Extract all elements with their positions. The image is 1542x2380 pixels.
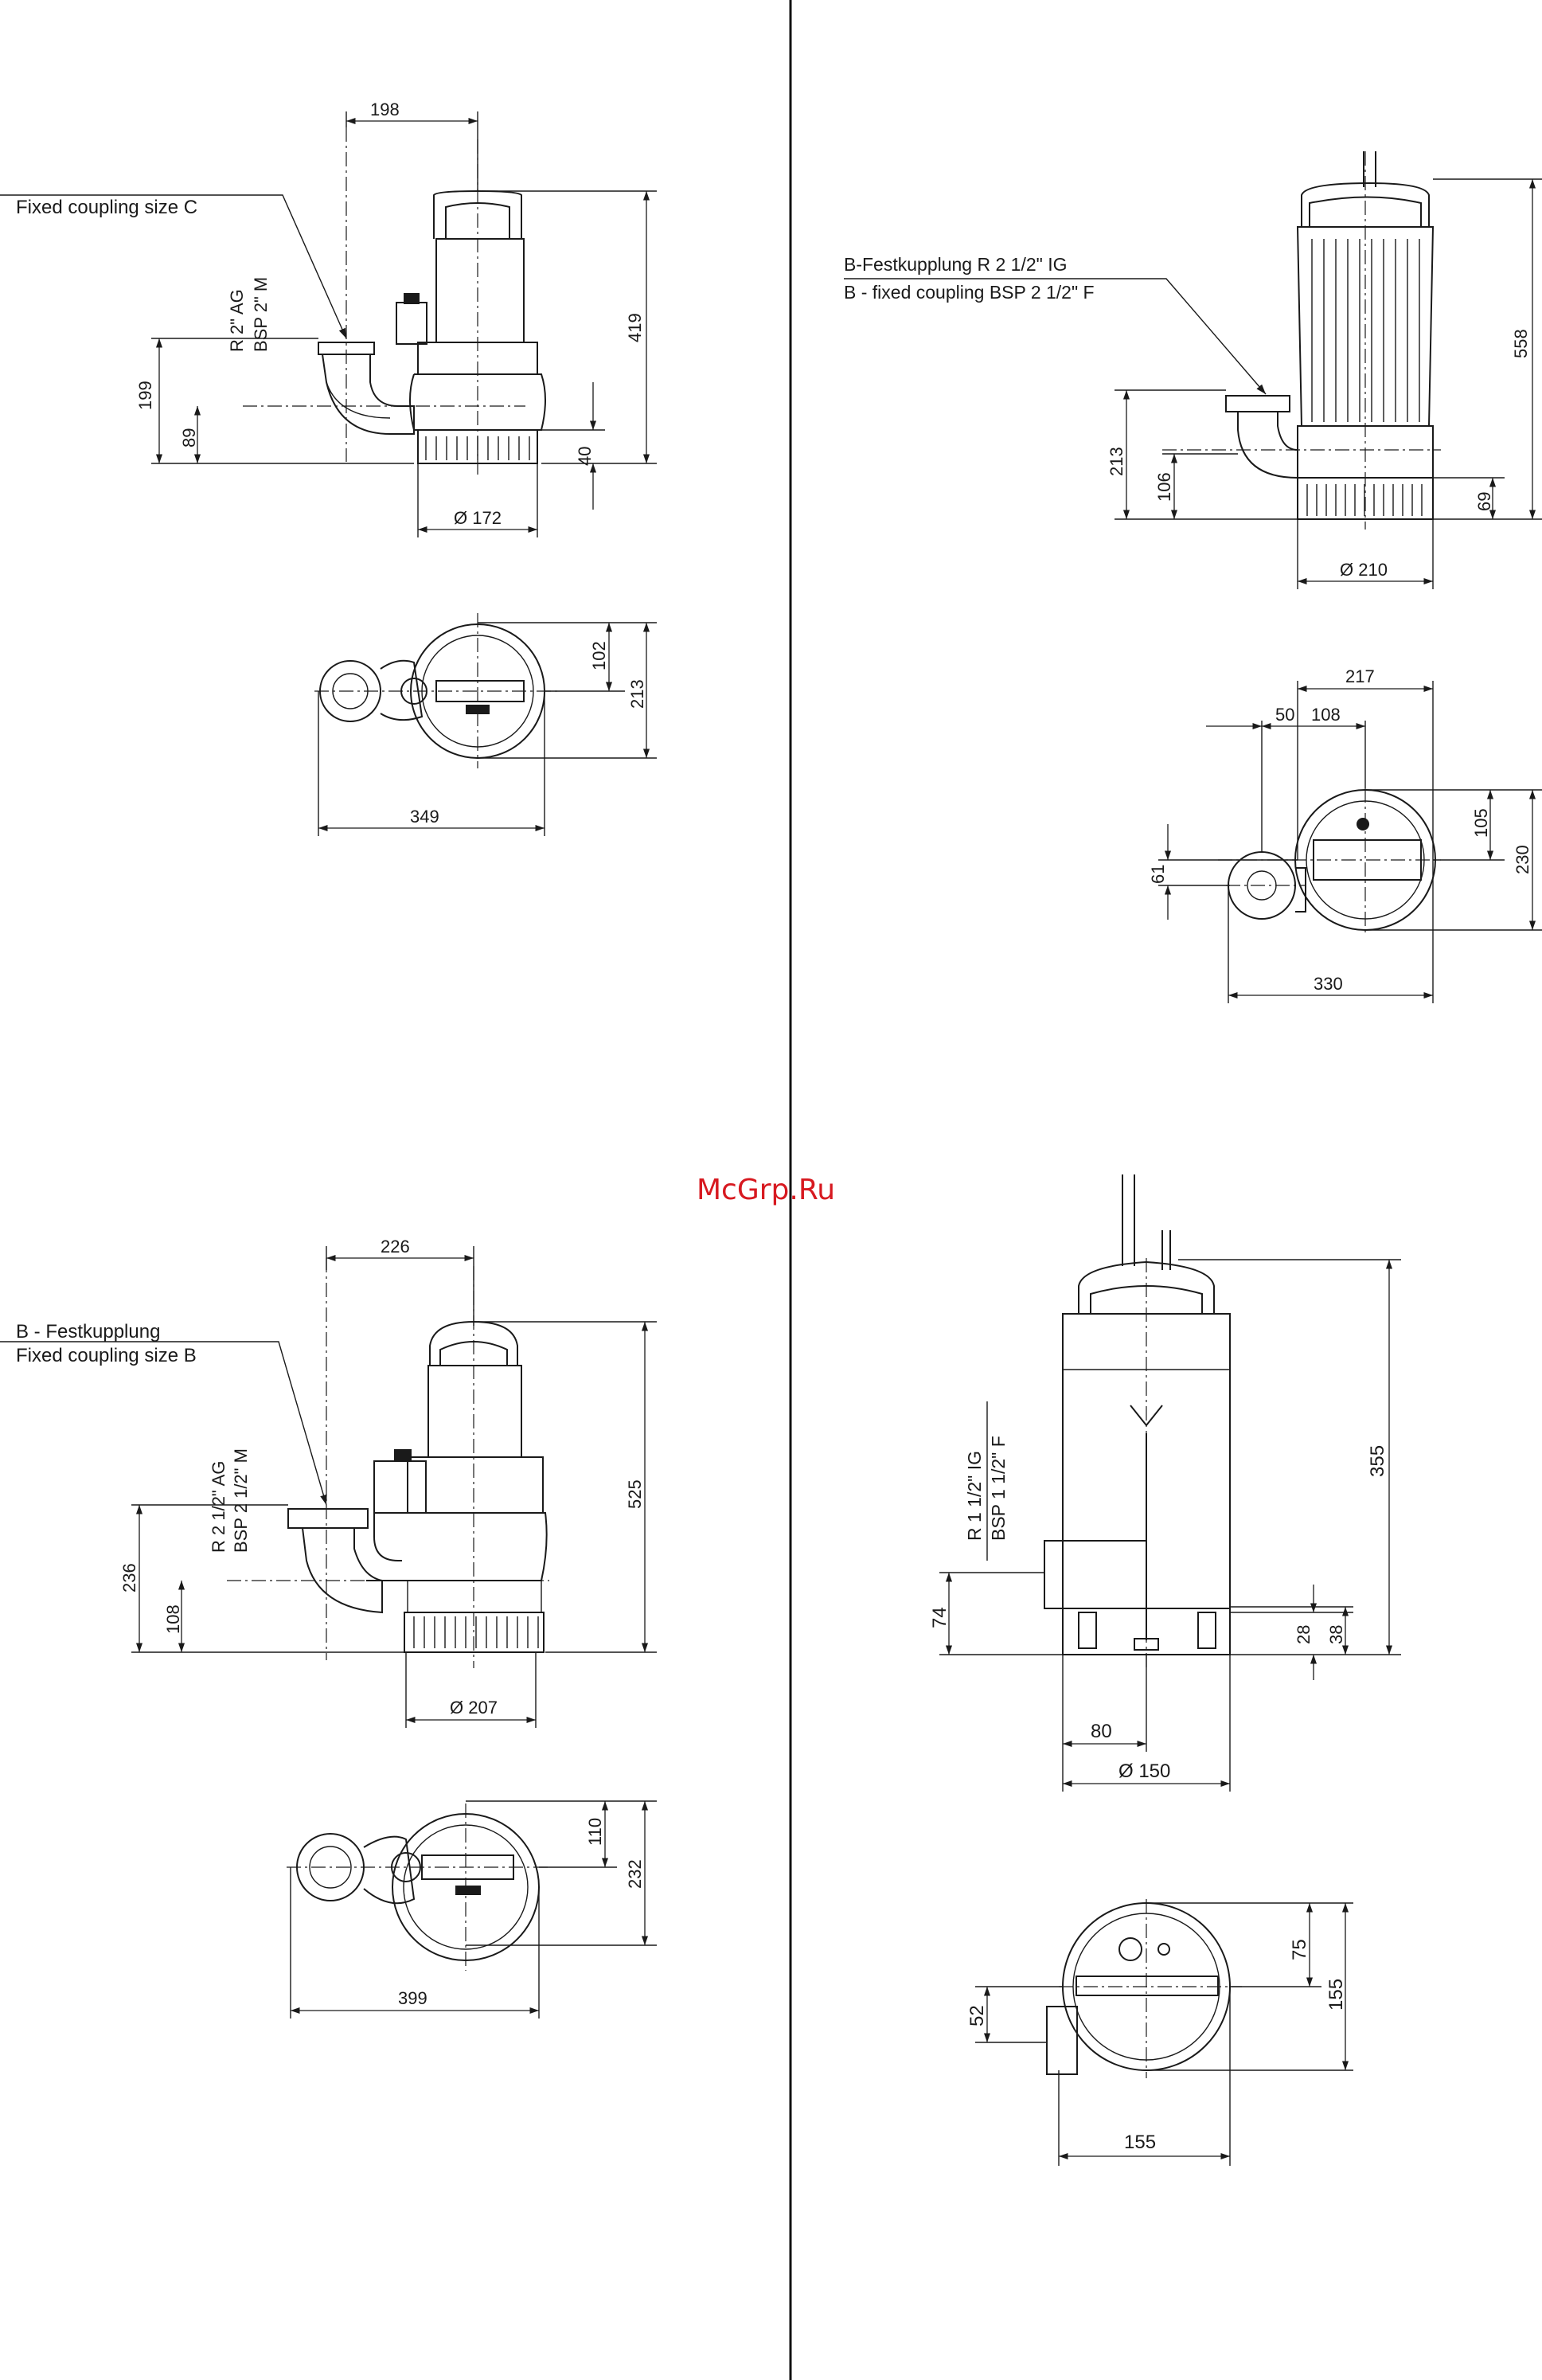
- pump-elevation-b: [227, 1258, 549, 1668]
- dim-108: 108: [1311, 705, 1341, 725]
- thread-r-label-b: R 2 1/2" AG: [209, 1461, 228, 1553]
- dim-50: 50: [1275, 705, 1294, 725]
- dim-89: 89: [179, 428, 199, 447]
- dim-80: 80: [1091, 1721, 1112, 1742]
- coupling-label-b: Fixed coupling size B: [16, 1345, 197, 1366]
- thread-bsp-label-small: BSP 1 1/2" F: [988, 1436, 1009, 1541]
- coupling-label-en: B - fixed coupling BSP 2 1/2" F: [844, 282, 1095, 303]
- dim-217: 217: [1345, 666, 1375, 686]
- drawing-bottom-right: R 1 1/2" IG BSP 1 1/2" F 355 74 28 38 80…: [929, 1174, 1401, 2166]
- dim-199: 199: [135, 381, 155, 410]
- dim-558: 558: [1511, 329, 1531, 358]
- dim-236: 236: [119, 1563, 139, 1593]
- dim-226: 226: [381, 1237, 410, 1256]
- dim-213: 213: [627, 679, 647, 709]
- dim-230: 230: [1513, 845, 1532, 874]
- dim-d150: Ø 150: [1118, 1761, 1170, 1782]
- dim-213b: 213: [1107, 447, 1126, 476]
- dim-525: 525: [625, 1479, 645, 1509]
- dim-40: 40: [575, 447, 595, 466]
- pump-elevation-b-large: [1162, 151, 1441, 530]
- dim-355: 355: [1367, 1445, 1388, 1477]
- dim-108b: 108: [163, 1604, 183, 1634]
- pump-elevation-small: [1044, 1174, 1231, 1668]
- dim-52: 52: [966, 2005, 988, 2026]
- dim-61: 61: [1148, 865, 1168, 884]
- dim-105: 105: [1471, 808, 1491, 838]
- coupling-label-partial: B - Festkupplung: [16, 1321, 160, 1342]
- pump-plan-b: [287, 1804, 549, 1971]
- thread-bsp-label: BSP 2" M: [251, 277, 271, 352]
- dim-d172: Ø 172: [454, 508, 502, 528]
- dim-155-h: 155: [1124, 2132, 1156, 2153]
- pump-base-grille: [425, 436, 530, 460]
- thread-r-label-small: R 1 1/2" IG: [964, 1451, 985, 1541]
- dim-232: 232: [625, 1859, 645, 1889]
- drawing-bottom-left: B - Festkupplung Fixed coupling size B R…: [0, 1237, 657, 2019]
- watermark: McGrp.Ru: [697, 1174, 835, 1206]
- dim-d207: Ø 207: [450, 1698, 498, 1718]
- thread-bsp-label-b: BSP 2 1/2" M: [231, 1448, 251, 1553]
- coupling-label-de: B-Festkupplung R 2 1/2" IG: [844, 254, 1067, 275]
- dim-419: 419: [625, 313, 645, 342]
- dim-102: 102: [589, 641, 609, 670]
- drawing-top-right: B-Festkupplung R 2 1/2" IG B - fixed cou…: [844, 151, 1542, 1003]
- coupling-label: Fixed coupling size C: [16, 197, 197, 218]
- pump-elevation-c: [243, 127, 546, 478]
- dim-349: 349: [410, 807, 439, 827]
- dim-399: 399: [398, 1988, 427, 2008]
- pump-plan-small: [1046, 1899, 1242, 2078]
- dim-d210: Ø 210: [1340, 560, 1388, 580]
- thread-r-label: R 2" AG: [227, 289, 247, 352]
- dim-75: 75: [1289, 1939, 1310, 1960]
- pump-plan-c: [314, 613, 557, 768]
- dim-110: 110: [585, 1818, 605, 1846]
- dim-74: 74: [929, 1607, 951, 1628]
- dim-69: 69: [1474, 492, 1494, 511]
- dim-106: 106: [1154, 472, 1174, 502]
- pump-plan-b-large: [1218, 788, 1441, 936]
- drawing-top-left: Fixed coupling size C R 2" AG BSP 2" M 1…: [0, 100, 657, 836]
- dim-198: 198: [370, 100, 400, 119]
- dim-28: 28: [1294, 1625, 1314, 1644]
- dim-330: 330: [1314, 974, 1343, 994]
- dim-155-v: 155: [1325, 1979, 1347, 2011]
- dim-38: 38: [1326, 1625, 1346, 1644]
